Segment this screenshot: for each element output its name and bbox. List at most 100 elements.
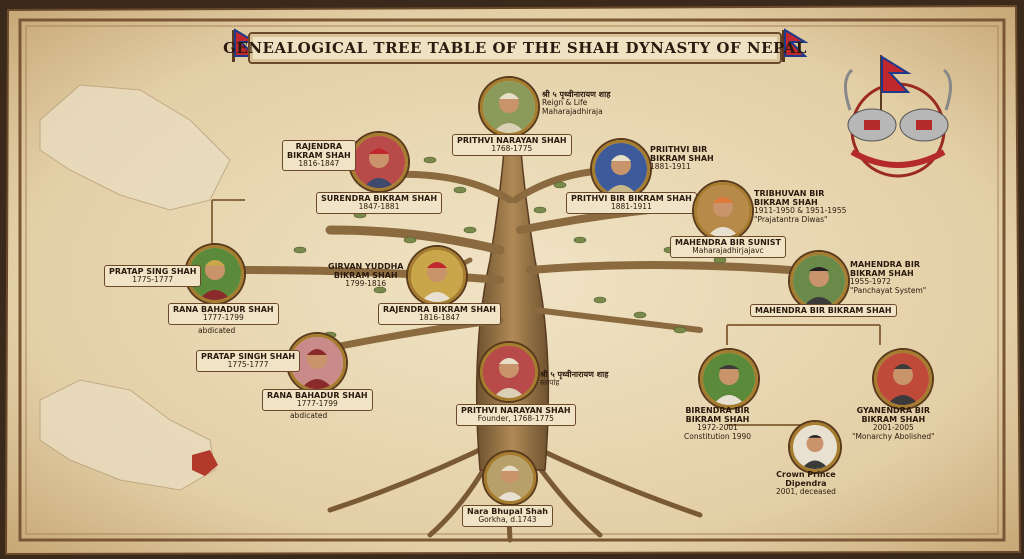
name-line2: Dipendra [785, 479, 827, 489]
name: PRATAP SINGH SHAH [201, 352, 296, 361]
name-line2: BIKRAM SHAH [333, 271, 398, 281]
plate-rajendra-mid: RAJENDRA BIKRAM SHAH 1816-1847 [378, 303, 501, 325]
plate-mahendra: MAHENDRA BIR BIKRAM SHAH [750, 304, 897, 318]
name-line1: GIRVAN YUDDHA [328, 262, 404, 271]
years: 1775-1777 [132, 275, 174, 285]
plate-rana-top: RANA BAHADUR SHAH 1777-1799 [168, 303, 279, 325]
portrait-nara-bhupal [484, 452, 536, 504]
note: Constitution 1990 [684, 432, 752, 441]
name-line1: BIRENDRA BIR [685, 406, 750, 415]
note: Maharajadhirjajavc [692, 246, 764, 256]
label-mahendra: MAHENDRA BIR BIKRAM SHAH 1955-1972 "Panc… [850, 260, 926, 296]
name-line1: MAHENDRA BIR [850, 260, 921, 269]
name: Nara Bhupal Shah [467, 507, 548, 516]
years: Founder, 1768-1775 [477, 414, 554, 424]
label-founder-devanagari: श्री ५ पृथ्वीनारायण शाह स्तापांह [540, 370, 608, 388]
years: 1972-2001 [697, 423, 738, 433]
portrait-birendra [700, 350, 758, 408]
name: MAHENDRA BIR SUNIST [675, 238, 781, 247]
note: abdicated [198, 326, 236, 335]
name: MAHENDRA BIR BIKRAM SHAH [755, 306, 892, 315]
plate-pratap-top: PRATAP SING SHAH 1775-1777 [104, 265, 202, 287]
name-line2: BIKRAM SHAH [650, 154, 714, 164]
portrait-rajendra-top [350, 133, 408, 191]
devanagari-name: श्री ५ पृथ्वीनारायण शाह [542, 90, 611, 99]
name: PRITHVI NARAYAN SHAH [457, 136, 567, 145]
years: 1847-1881 [358, 202, 400, 212]
name-line2: BIKRAM SHAH [685, 415, 750, 425]
years: 1799-1816 [345, 279, 387, 289]
plate-rajendra-top: RAJENDRA BIKRAM SHAH 1816-1847 [282, 140, 356, 171]
label-tribhuvan: TRIBHUVAN BIR BIKRAM SHAH 1911-1950 & 19… [754, 189, 846, 225]
years: 2001, deceased [776, 487, 836, 497]
name-line2: BIKRAM SHAH [287, 151, 351, 161]
plate-prithvi-narayan-top: PRITHVI NARAYAN SHAH 1768-1775 [452, 134, 572, 156]
name: PRITHVI NARAYAN SHAH [461, 406, 571, 415]
portrait-prithvi-bir [592, 140, 650, 198]
portrait-mahendra [790, 252, 848, 310]
name-line1: RAJENDRA [295, 142, 343, 151]
portrait-founder [480, 343, 538, 401]
years: 1768-1775 [491, 144, 533, 154]
years: 1911-1950 & 1951-1955 [754, 206, 847, 216]
name: RAJENDRA BIKRAM SHAH [383, 305, 496, 314]
flag-right-icon [782, 28, 809, 62]
years: 2001-2005 [872, 423, 914, 433]
portrait-girvan [408, 247, 466, 305]
devanagari-note: स्तापांह [540, 378, 560, 388]
map-red-region [192, 450, 218, 476]
portrait-prithvi-narayan-top [480, 78, 538, 136]
note: abdicated [290, 411, 328, 420]
name-line1: Crown Prince [776, 470, 836, 479]
plate-pratap-mid: PRATAP SINGH SHAH 1775-1777 [196, 350, 301, 372]
plate-nara-bhupal: Nara Bhupal Shah Gorkha, d.1743 [462, 505, 553, 527]
plate-founder: PRITHVI NARAYAN SHAH Founder, 1768-1775 [456, 404, 576, 426]
years: 1777-1799 [296, 399, 338, 409]
label-prithvi-bir-top: PRIITHVI BIR BIKRAM SHAH 1881-1911 [650, 145, 714, 172]
years: 1955-1972 [850, 277, 891, 287]
portrait-dipendra [790, 422, 840, 472]
royal-emblem-icon [844, 55, 952, 178]
name: RANA BAHADUR SHAH [173, 305, 274, 314]
name: RANA BAHADUR SHAH [267, 391, 368, 400]
plate-surendra: SURENDRA BIKRAM SHAH 1847-1881 [316, 192, 443, 214]
note: "Panchayat System" [850, 286, 927, 295]
label-prithvi-top-notes: श्री ५ पृथ्वीनारायण शाह Reign & Life Mah… [542, 90, 610, 116]
note-rana-top: abdicated [198, 326, 236, 336]
map-outline-top [39, 84, 231, 211]
label-birendra: BIRENDRA BIR BIKRAM SHAH 1972-2001 Const… [684, 406, 751, 442]
note-title: Maharajadhiraja [542, 106, 603, 116]
name-line1: GYANENDRA BIR [856, 406, 931, 415]
portrait-gyanendra [874, 350, 932, 408]
note: "Prajatantra Diwas" [754, 215, 828, 224]
name-line2: BIKRAM SHAH [754, 198, 818, 208]
portrait-tribhuvan [694, 182, 752, 240]
note: "Monarchy Abolished" [852, 432, 935, 441]
label-gyanendra: GYANENDRA BIR BIKRAM SHAH 2001-2005 "Mon… [852, 406, 935, 442]
map-outline-bottom [39, 379, 216, 491]
devanagari-name: श्री ५ पृथ्वीनारायण शाह [540, 370, 609, 379]
years: 1816-1847 [419, 313, 460, 323]
name-line2: BIKRAM SHAH [861, 415, 926, 425]
plate-prithvi-bir: PRITHVI BIR BIKRAM SHAH 1881-1911 [566, 192, 697, 214]
label-dipendra: Crown Prince Dipendra 2001, deceased [776, 470, 836, 497]
note-reign: Reign & Life [542, 98, 588, 108]
name-line1: PRIITHVI BIR [650, 145, 708, 154]
years: 1777-1799 [202, 313, 244, 323]
years: 1881-1911 [610, 202, 652, 212]
plate-rana-mid: RANA BAHADUR SHAH 1777-1799 [262, 389, 373, 411]
name: SURENDRA BIKRAM SHAH [321, 194, 438, 203]
plate-mahendra-sunist: MAHENDRA BIR SUNIST Maharajadhirjajavc [670, 236, 786, 258]
connector-lines [211, 199, 881, 426]
years: 1816-1847 [298, 159, 340, 169]
years: Gorkha, d.1743 [478, 515, 537, 525]
page-title: GENEALOGICAL TREE TABLE OF THE SHAH DYNA… [223, 32, 806, 64]
name-line2: BIKRAM SHAH [850, 269, 914, 279]
years: 1881-1911 [650, 162, 691, 172]
name: PRATAP SING SHAH [109, 267, 197, 276]
years: 1775-1777 [227, 360, 269, 370]
name: PRITHVI BIR BIKRAM SHAH [571, 194, 692, 203]
label-girvan: GIRVAN YUDDHA BIKRAM SHAH 1799-1816 [328, 262, 403, 289]
